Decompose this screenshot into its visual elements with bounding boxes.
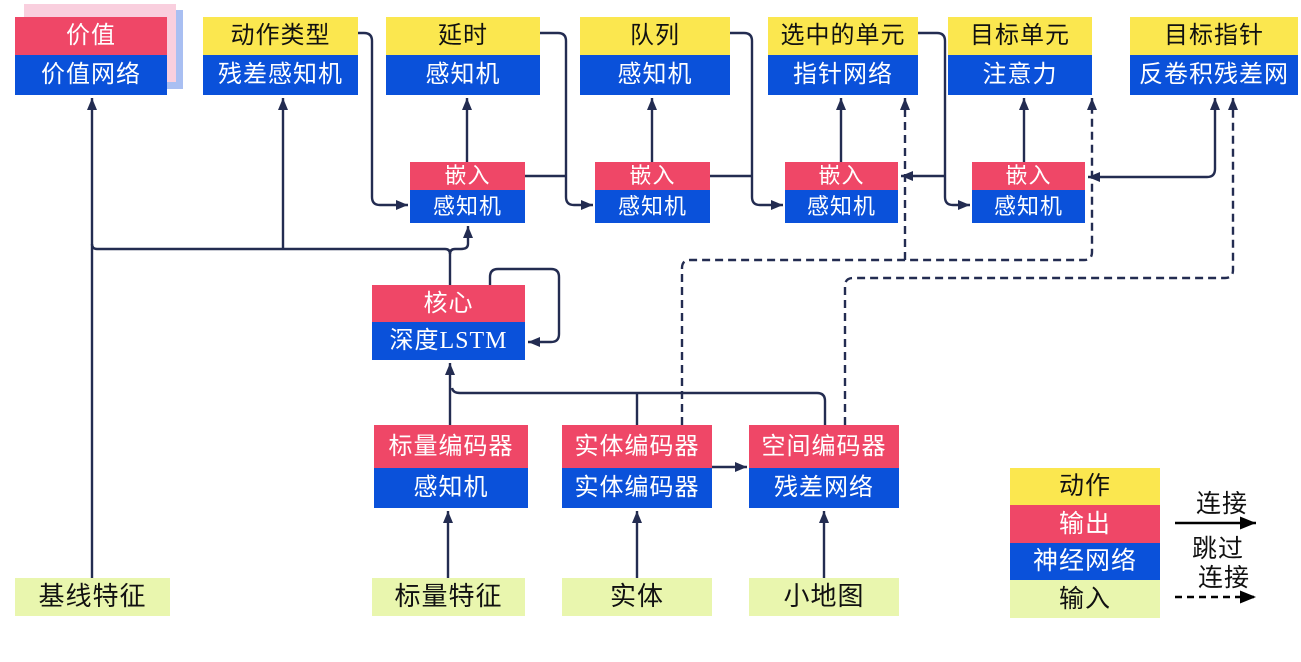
legend-network-row: 神经网络: [1010, 543, 1160, 580]
selected-units-network-label: 指针网络: [768, 55, 918, 95]
node-target-point: 目标指针 反卷积残差网: [1130, 17, 1298, 95]
edge-core-self-loop: [488, 267, 561, 347]
scalar-encoder-network-label: 感知机: [374, 468, 528, 508]
spatial-encoder-output-label: 空间编码器: [749, 425, 899, 468]
node-action-type: 动作类型 残差感知机: [203, 17, 358, 95]
legend-output-row: 输出: [1010, 505, 1160, 543]
embed-1-network-label: 感知机: [410, 190, 525, 223]
queue-network-label: 感知机: [580, 55, 730, 95]
scalar-encoder-output-label: 标量编码器: [374, 425, 528, 468]
embed-2-output-label: 嵌入: [595, 162, 710, 190]
node-embed-1: 嵌入 感知机: [410, 162, 525, 223]
legend-input-row: 输入: [1010, 580, 1160, 618]
skip-spatial-to-targetpoint: [843, 98, 1238, 425]
queue-action-label: 队列: [580, 17, 730, 55]
core-network-label: 深度LSTM: [372, 322, 525, 360]
core-output-label: 核心: [372, 285, 525, 322]
edge-embed4-targetpoint: [1088, 98, 1220, 182]
node-embed-2: 嵌入 感知机: [595, 162, 710, 223]
edge-selected-to-embed4: [918, 31, 970, 210]
embed-4-network-label: 感知机: [972, 190, 1085, 223]
input-entities: 实体: [562, 578, 712, 616]
input-baseline-features: 基线特征: [15, 578, 170, 616]
legend-dashed-arrow-label-line2: 连接: [1197, 565, 1250, 592]
entity-encoder-output-label: 实体编码器: [562, 425, 712, 468]
target-unit-action-label: 目标单元: [948, 17, 1092, 55]
target-unit-network-label: 注意力: [948, 55, 1092, 95]
embed-1-output-label: 嵌入: [410, 162, 525, 190]
node-value: 价值 价值网络: [15, 17, 167, 95]
delay-network-label: 感知机: [386, 55, 540, 95]
input-minimap: 小地图: [749, 578, 899, 616]
node-queue: 队列 感知机: [580, 17, 730, 95]
edge-core-to-embed1: [448, 226, 473, 255]
value-network-label: 价值网络: [15, 55, 167, 95]
node-core: 核心 深度LSTM: [372, 285, 525, 360]
input-scalar-features: 标量特征: [372, 578, 525, 616]
node-embed-3: 嵌入 感知机: [785, 162, 898, 223]
selected-units-action-label: 选中的单元: [768, 17, 918, 55]
legend-color-key: 动作 输出 神经网络 输入: [1010, 468, 1160, 618]
node-embed-4: 嵌入 感知机: [972, 162, 1085, 223]
value-output-label: 价值: [15, 17, 167, 55]
embed-4-output-label: 嵌入: [972, 162, 1085, 190]
entity-encoder-network-label: 实体编码器: [562, 468, 712, 508]
skip-entity-to-targetunit: [680, 98, 1097, 425]
edge-delay-to-embed2: [540, 31, 593, 210]
node-delay: 延时 感知机: [386, 17, 540, 95]
target-point-action-label: 目标指针: [1130, 17, 1298, 55]
legend-dashed-arrow-label-line1: 跳过: [1191, 536, 1244, 563]
target-point-network-label: 反卷积残差网: [1130, 55, 1298, 95]
node-selected-units: 选中的单元 指针网络: [768, 17, 918, 95]
node-scalar-encoder: 标量编码器 感知机: [374, 425, 528, 508]
embed-3-network-label: 感知机: [785, 190, 898, 223]
embed-2-network-label: 感知机: [595, 190, 710, 223]
node-target-unit: 目标单元 注意力: [948, 17, 1092, 95]
embed-3-output-label: 嵌入: [785, 162, 898, 190]
delay-action-label: 延时: [386, 17, 540, 55]
node-spatial-encoder: 空间编码器 残差网络: [749, 425, 899, 508]
action-type-action-label: 动作类型: [203, 17, 358, 55]
legend-action-row: 动作: [1010, 468, 1160, 505]
edge-spatial-to-core: [450, 387, 827, 425]
edge-core-branch-left: [90, 243, 452, 287]
node-entity-encoder: 实体编码器 实体编码器: [562, 425, 712, 508]
edge-actiontype-to-embed1: [358, 31, 408, 210]
edge-queue-to-embed3: [730, 31, 783, 210]
action-type-network-label: 残差感知机: [203, 55, 358, 95]
spatial-encoder-network-label: 残差网络: [749, 468, 899, 508]
legend-solid-arrow-label: 连接: [1195, 491, 1248, 518]
